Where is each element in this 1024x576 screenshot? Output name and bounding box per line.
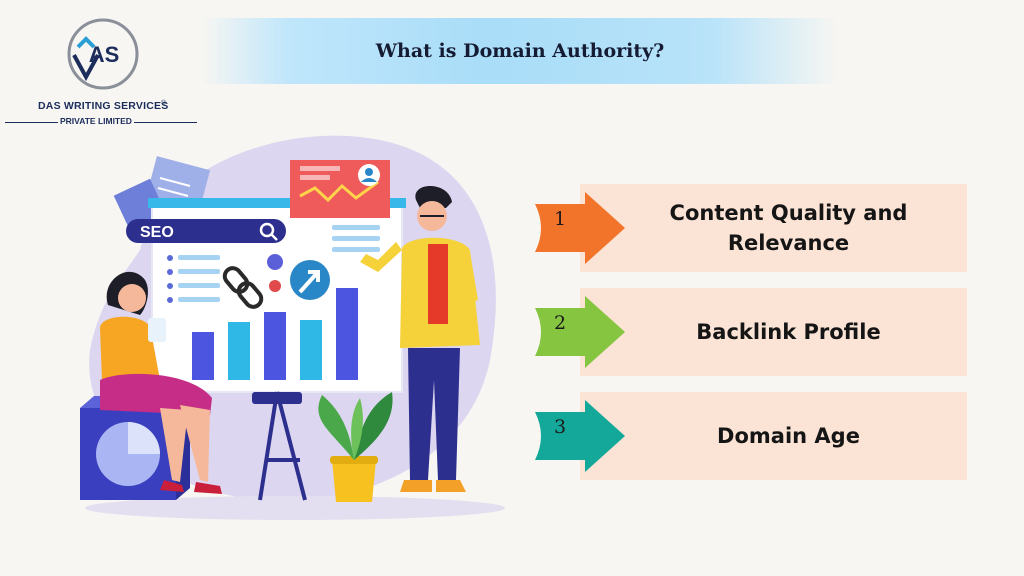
board-text-lines	[167, 225, 380, 303]
pie-chart-cube	[80, 396, 190, 500]
board-stand-head	[252, 392, 302, 404]
board-stand	[258, 391, 307, 501]
factor-number: 3	[553, 416, 567, 438]
factor-card	[580, 288, 967, 376]
factor-label: Domain Age	[717, 423, 860, 448]
search-icon	[259, 222, 278, 241]
line-chart-card	[290, 160, 390, 218]
factor-card	[580, 184, 967, 272]
company-name: DAS WRITING SERVICES	[38, 100, 169, 112]
svg-text:AS: AS	[89, 42, 120, 67]
number-arrow-icon	[535, 296, 625, 368]
growth-arrow-icon	[290, 260, 330, 300]
page-title: What is Domain Authority?	[375, 40, 665, 62]
seo-team-illustration: SEO	[80, 135, 505, 520]
small-arrow-dot-1	[267, 254, 283, 270]
company-suffix: PRIVATE LIMITED	[58, 116, 134, 126]
factor-number: 1	[553, 208, 567, 230]
board-bar-chart	[192, 288, 358, 380]
floor-shadow	[85, 496, 505, 520]
arrow-shape	[535, 192, 625, 264]
factor-label: Content Quality and Relevance	[669, 200, 908, 255]
seo-label: SEO	[140, 224, 174, 241]
pie-chart-icon	[96, 422, 160, 486]
board-top-bar	[148, 198, 406, 208]
arrow-shape	[535, 400, 625, 472]
seo-search-bar	[126, 219, 286, 243]
number-arrow-icon	[535, 192, 625, 264]
chain-link-icon	[222, 266, 264, 309]
factor-label: Backlink Profile	[696, 319, 881, 344]
factor-item-2: 2 Backlink Profile	[535, 288, 967, 376]
registered-mark: ®	[161, 100, 167, 107]
factor-item-3: 3 Domain Age	[535, 392, 967, 480]
potted-plant	[318, 392, 393, 502]
factor-item-1: 1 Content Quality and Relevance	[535, 184, 967, 272]
user-avatar-icon	[358, 164, 380, 186]
woman-figure	[100, 271, 222, 494]
title-banner: What is Domain Authority?	[200, 18, 840, 84]
das-logo-mark-icon: AS	[67, 18, 139, 90]
company-logo: AS DAS WRITING SERVICES ® PRIVATE LIMITE…	[0, 0, 210, 135]
man-figure	[360, 186, 480, 492]
factor-number: 2	[553, 312, 567, 334]
factor-card	[580, 392, 967, 480]
number-arrow-icon	[535, 400, 625, 472]
arrow-shape	[535, 296, 625, 368]
small-arrow-dot-2	[269, 280, 281, 292]
